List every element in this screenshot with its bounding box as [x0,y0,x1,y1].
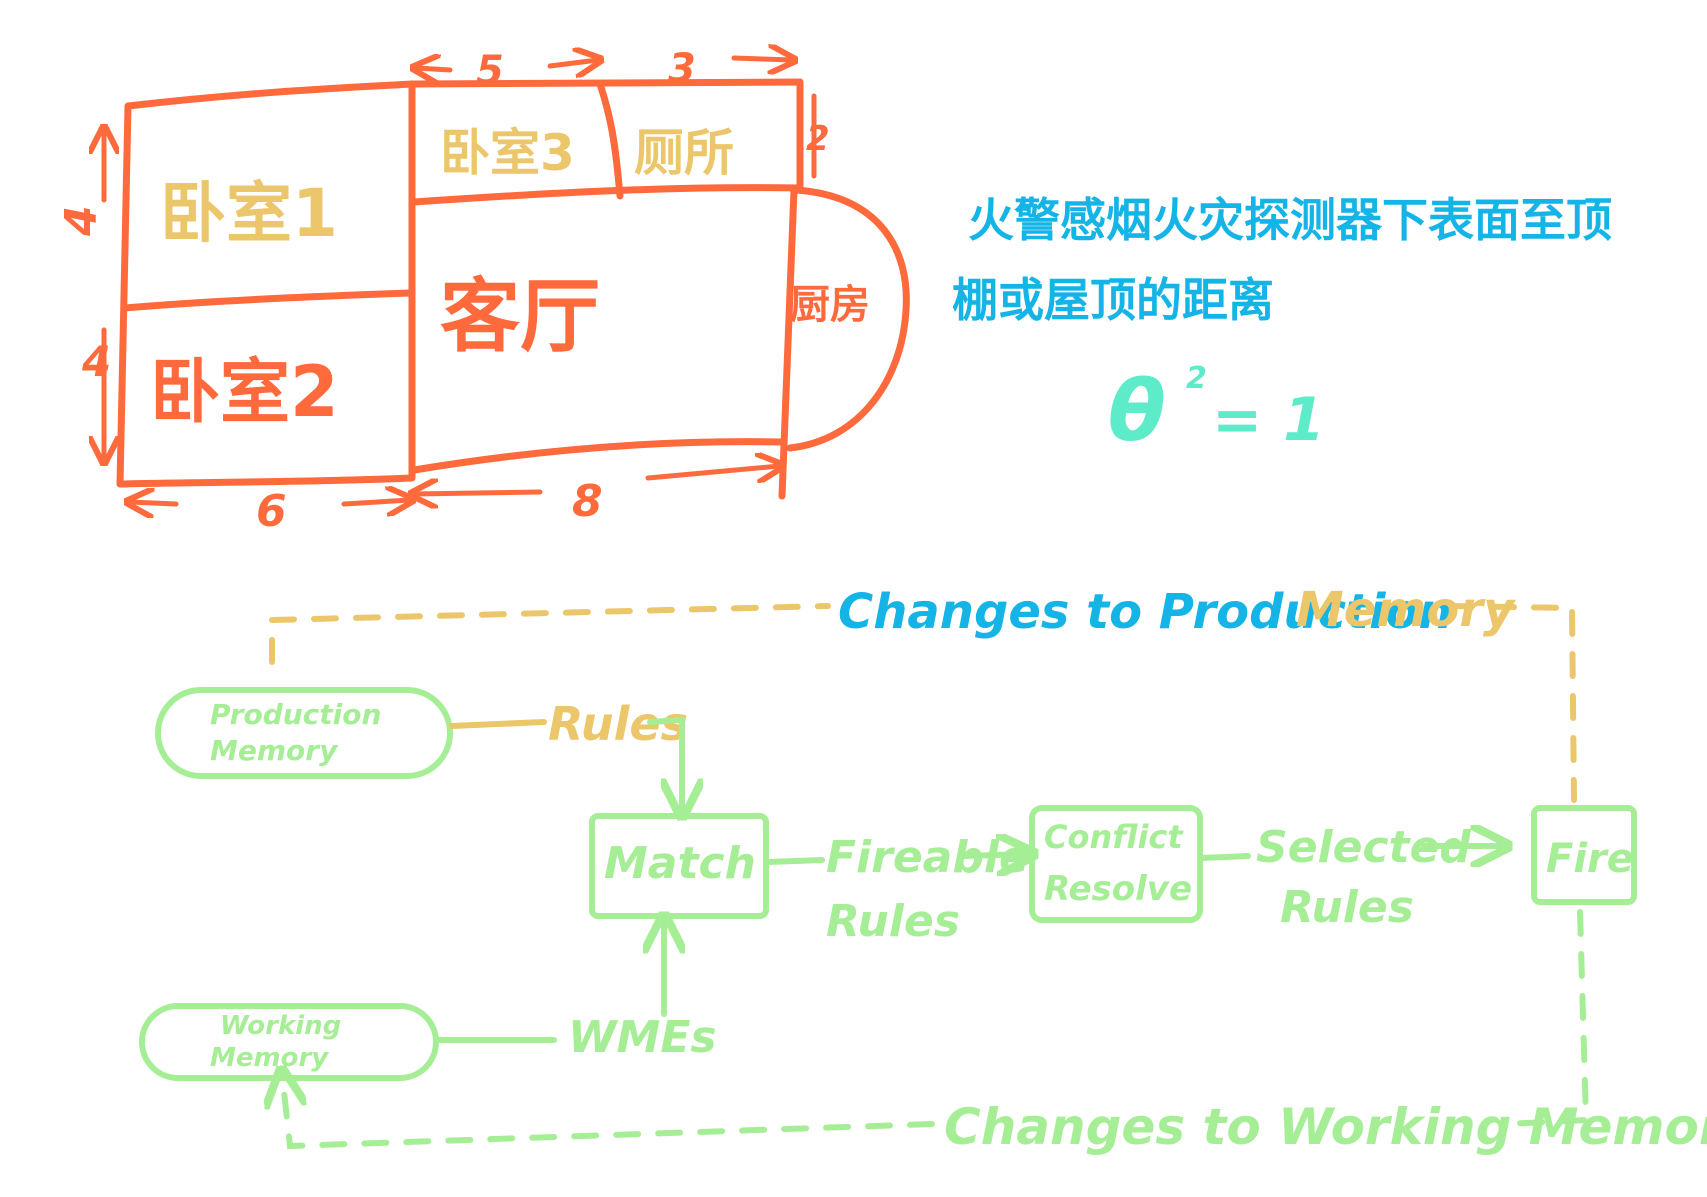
room-kitchen: 厨房 [790,282,870,328]
dim-bottom-left: 6 [256,486,287,537]
formula-rhs: = 1 [1212,385,1325,455]
wall-bedroom3-bottom [410,184,804,206]
wall-kitchen-curve [786,186,910,452]
match-label: Match [604,838,756,889]
edge-pm-rules [449,719,547,729]
dim-left-top: 4 [56,205,107,237]
room-bedroom2: 卧室2 [150,351,339,433]
node-fire [1531,805,1637,905]
label-changes-working: Changes to Working Memory [944,1098,1707,1156]
floor-plan [116,78,910,500]
conflict-label-2: Resolve [1044,869,1192,909]
dim-bottom-right-line-a [414,492,543,494]
selected-label-2: Rules [1280,882,1414,933]
room-living: 客厅 [440,270,600,363]
dim-bottom-left-line-b [341,500,410,504]
label-changes-production-a: Changes to Production [838,584,1453,640]
fireable-label-2: Rules [826,896,960,947]
dim-top-left: 5 [476,48,504,94]
node-conflict-resolve [1029,805,1203,923]
wall-living-bottom [410,438,786,474]
conflict-label-1: Conflict [1044,818,1184,856]
edge-conflict-selected [1199,853,1251,861]
room-bedroom3: 卧室3 [440,124,575,182]
note-line1: 火警感烟火灾探测器下表面至顶 [968,193,1612,247]
loop-top-dashed [269,603,831,665]
dim-top-right-line [731,58,792,60]
dim-bottom-right: 8 [572,476,603,527]
label-rules: Rules [548,697,688,751]
production-memory-label-1: Production [210,698,381,731]
fire-label: Fire [1546,836,1634,882]
label-changes-production-b: Memory [1296,582,1516,638]
flow-diagram: Changes to Production Memory Changes to … [139,582,1707,1156]
node-production-memory [155,687,453,779]
edge-match-fireable [765,857,825,865]
wall-top-right [408,78,804,192]
wall-bathroom-divider [596,80,624,200]
label-wmes: WMEs [568,1012,717,1063]
working-memory-label-2: Memory [210,1043,329,1073]
floor-plan-labels: 卧室1 卧室2 卧室3 厕所 客厅 厨房 5 3 2 4 4 6 8 [56,46,870,537]
formula-symbol: θ [1108,362,1166,460]
note: 火警感烟火灾探测器下表面至顶 棚或屋顶的距离 θ 2 = 1 [952,193,1612,460]
dim-top-right: 3 [668,46,696,92]
loop-bottom-dashed-left [282,1074,935,1150]
wall-kitchen-left [778,186,798,500]
dim-bottom-right-line-b [645,466,780,478]
production-memory-label-2: Memory [210,734,339,767]
wall-outer-left [116,80,416,488]
wall-bedroom-divider [120,289,414,312]
dim-top-left-line [416,68,453,70]
dim-right-small: 2 [806,119,830,159]
room-bedroom1: 卧室1 [160,175,338,252]
loop-top-dashed-right [1447,603,1577,803]
floor-plan-dimensions [104,58,817,504]
dim-top-mid-line [547,60,598,66]
working-memory-label-1: Working [220,1011,341,1041]
note-line2: 棚或屋顶的距离 [952,273,1274,327]
loop-bottom-dashed [1503,909,1590,1127]
dim-bottom-left-line-a [130,502,179,504]
edge-rules-match [647,716,682,812]
formula-exponent: 2 [1186,361,1207,396]
room-bathroom: 厕所 [634,124,734,182]
dim-left-bottom: 4 [81,337,111,386]
edge-fireable-conflict [961,854,1030,856]
